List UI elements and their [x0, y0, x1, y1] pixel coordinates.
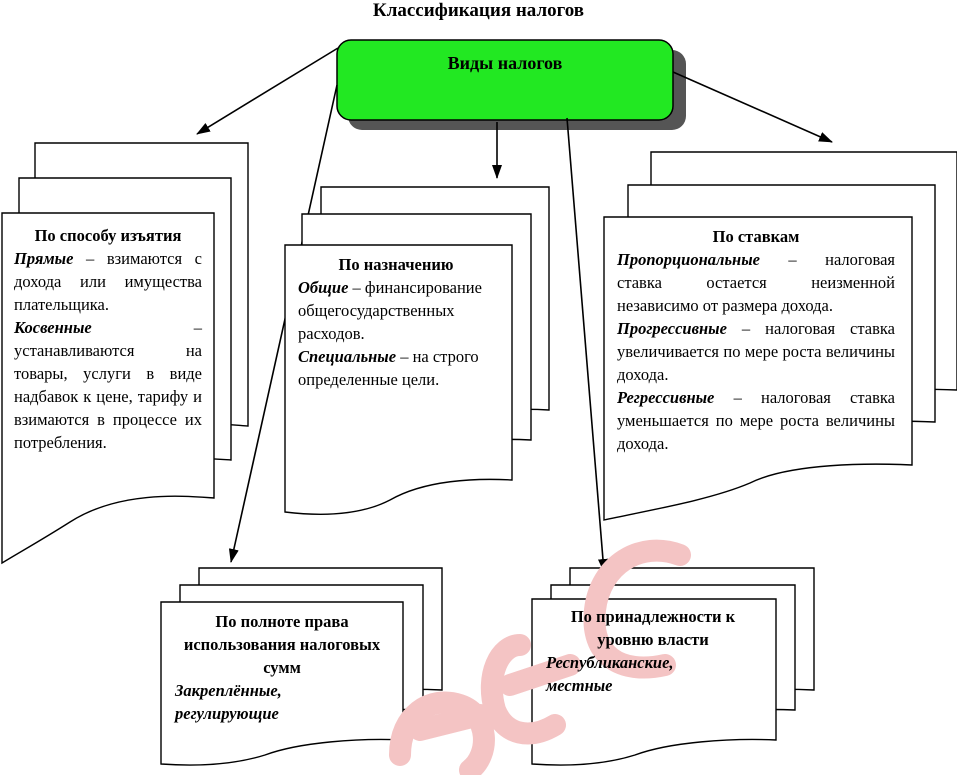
- box-rates-stack: [603, 151, 957, 521]
- term-proportional: Пропорциональные: [617, 250, 760, 269]
- arrow-to-rights: [228, 84, 338, 563]
- box-purpose-item-special: Специальные – на строго определенные цел…: [298, 345, 494, 391]
- root-label: Виды налогов: [447, 53, 563, 73]
- box-method-item-direct: Прямые – взимаются с дохода или имуществ…: [14, 247, 202, 316]
- desc-direct: – взимаются с дохода или имущества плате…: [14, 249, 202, 314]
- box-rates-text: По ставкам Пропорциональные – налоговая …: [617, 225, 895, 455]
- box-authority-heading: По принадлежности к уровню власти: [570, 607, 736, 649]
- desc-indirect: – устанавливаются на товары, услуги в ви…: [14, 318, 202, 452]
- box-purpose-heading: По назначению: [338, 255, 454, 274]
- box-purpose-item-general: Общие – финансирование общегосударственн…: [298, 276, 494, 345]
- box-rates-item-regressive: Регрессивные – налоговая ставка уменьшае…: [617, 386, 895, 455]
- term-regressive: Регрессивные: [617, 388, 715, 407]
- box-rights-heading: По полноте права использования налоговых…: [183, 612, 381, 677]
- arrows: [196, 47, 833, 573]
- term-direct: Прямые: [14, 249, 74, 268]
- box-purpose-text: По назначению Общие – финансирование общ…: [298, 253, 494, 391]
- box-rights-stack: [160, 567, 443, 766]
- box-rates-item-proportional: Пропорциональные – налоговая ставка оста…: [617, 248, 895, 317]
- box-method-text: По способу изъятия Прямые – взимаются с …: [14, 224, 202, 454]
- box-rates-item-progressive: Прогрессивные – налоговая ставка увеличи…: [617, 317, 895, 386]
- desc-regressive: – налоговая ставка уменьшается по мере р…: [617, 388, 895, 453]
- desc-progressive: – налоговая ставка увеличивается по мере…: [617, 319, 895, 384]
- diagram-title: Классификация налогов: [372, 0, 585, 21]
- desc-proportional: – налоговая ставка остается неизменной н…: [617, 250, 895, 315]
- desc-special: – на строго определенные цели.: [298, 347, 479, 389]
- arrow-to-authority: [566, 117, 608, 573]
- term-progressive: Прогрессивные: [617, 319, 727, 338]
- desc-general: – финансирование общегосударственных рас…: [298, 278, 482, 343]
- box-rights-text: По полноте права использования налоговых…: [175, 610, 389, 725]
- box-authority-text: По принадлежности к уровню власти Респуб…: [546, 605, 760, 697]
- box-method-heading: По способу изъятия: [34, 226, 182, 245]
- term-general: Общие: [298, 278, 349, 297]
- term-indirect: Косвенные: [14, 318, 92, 337]
- box-authority-items: Республиканские, местные: [546, 653, 674, 695]
- box-method-stack: [1, 142, 249, 565]
- box-method-item-indirect: Косвенные – устанавливаются на товары, у…: [14, 316, 202, 454]
- box-purpose-stack: [284, 186, 550, 515]
- box-rights-items: Закреплённые, регулирующие: [175, 681, 282, 723]
- box-rates-heading: По ставкам: [712, 227, 800, 246]
- root-box: [336, 39, 674, 121]
- arrow-to-rates: [672, 71, 833, 143]
- watermark-graphic: [389, 539, 691, 775]
- arrow-to-method: [196, 47, 339, 135]
- term-special: Специальные: [298, 347, 397, 366]
